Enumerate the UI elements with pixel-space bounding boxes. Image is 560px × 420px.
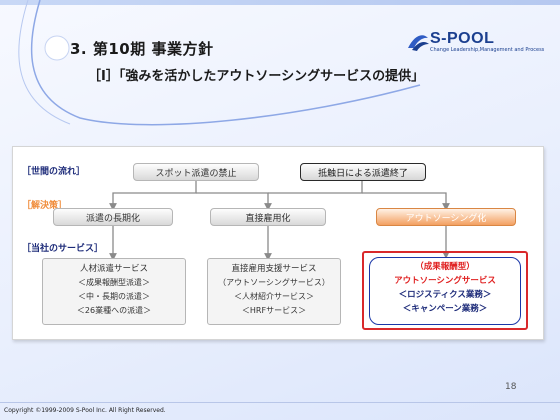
label-our-services: ［当社のサービス］ — [22, 244, 104, 254]
service-staffing: 人材派遣サービス ＜成果報酬型派遣＞ ＜中・長期の派遣＞ ＜26業種への派遣＞ — [42, 258, 186, 325]
slide-subtitle: ［Ⅰ］「強みを活かしたアウトソーシングサービスの提供」 — [88, 69, 425, 84]
service-direct-hire-line: （アウトソーシングサービス） — [218, 278, 330, 287]
decorative-swoosh — [18, 0, 421, 126]
trend-dispatch-end: 抵触日による派遣終了 — [300, 163, 426, 181]
logo-tagline: Change Leadership,Management and Process — [430, 47, 545, 53]
service-staffing-line: ＜成果報酬型派遣＞ — [78, 278, 150, 287]
service-direct-hire-title: 直接雇用支援サービス — [231, 264, 317, 274]
logo-name: S-POOL — [430, 30, 495, 47]
copyright: Copyright ©1999-2009 S-Pool Inc. All Rig… — [4, 407, 166, 414]
highlight-frame — [362, 251, 528, 330]
title-bullet-circle — [44, 35, 70, 61]
slide-title: 3. 第10期 事業方針 — [70, 40, 214, 58]
service-direct-hire-line: ＜HRFサービス＞ — [241, 306, 307, 315]
service-outsourcing-line: ＜ロジスティクス業務＞ — [398, 290, 492, 300]
service-outsourcing-line: （成果報酬型） — [415, 262, 475, 272]
top-bar — [0, 0, 560, 5]
trend-spot-dispatch-ban: スポット派遣の禁止 — [133, 163, 259, 181]
solution-outsourcing: アウトソーシング化 — [376, 208, 516, 226]
service-direct-hire-line: ＜人材紹介サービス＞ — [234, 292, 314, 301]
service-staffing-line: ＜26業種への派遣＞ — [76, 306, 152, 315]
service-direct-hire-support: 直接雇用支援サービス （アウトソーシングサービス） ＜人材紹介サービス＞ ＜HR… — [207, 258, 341, 325]
label-solutions: ［解決策］ — [22, 201, 68, 211]
footer-divider — [0, 402, 560, 403]
page-number: 18 — [505, 382, 517, 392]
service-staffing-line: ＜中・長期の派遣＞ — [78, 292, 150, 301]
solution-long-term-dispatch: 派遣の長期化 — [53, 208, 173, 226]
label-trends: ［世間の流れ］ — [22, 167, 86, 177]
service-outsourcing-line: ＜キャンペーン業務＞ — [402, 304, 488, 314]
solution-direct-hire: 直接雇用化 — [210, 208, 326, 226]
service-outsourcing: （成果報酬型） アウトソーシングサービス ＜ロジスティクス業務＞ ＜キャンペーン… — [369, 257, 521, 325]
service-outsourcing-title: アウトソーシングサービス — [394, 276, 496, 286]
s-pool-logo-icon — [408, 35, 429, 51]
service-staffing-title: 人材派遣サービス — [79, 264, 148, 274]
